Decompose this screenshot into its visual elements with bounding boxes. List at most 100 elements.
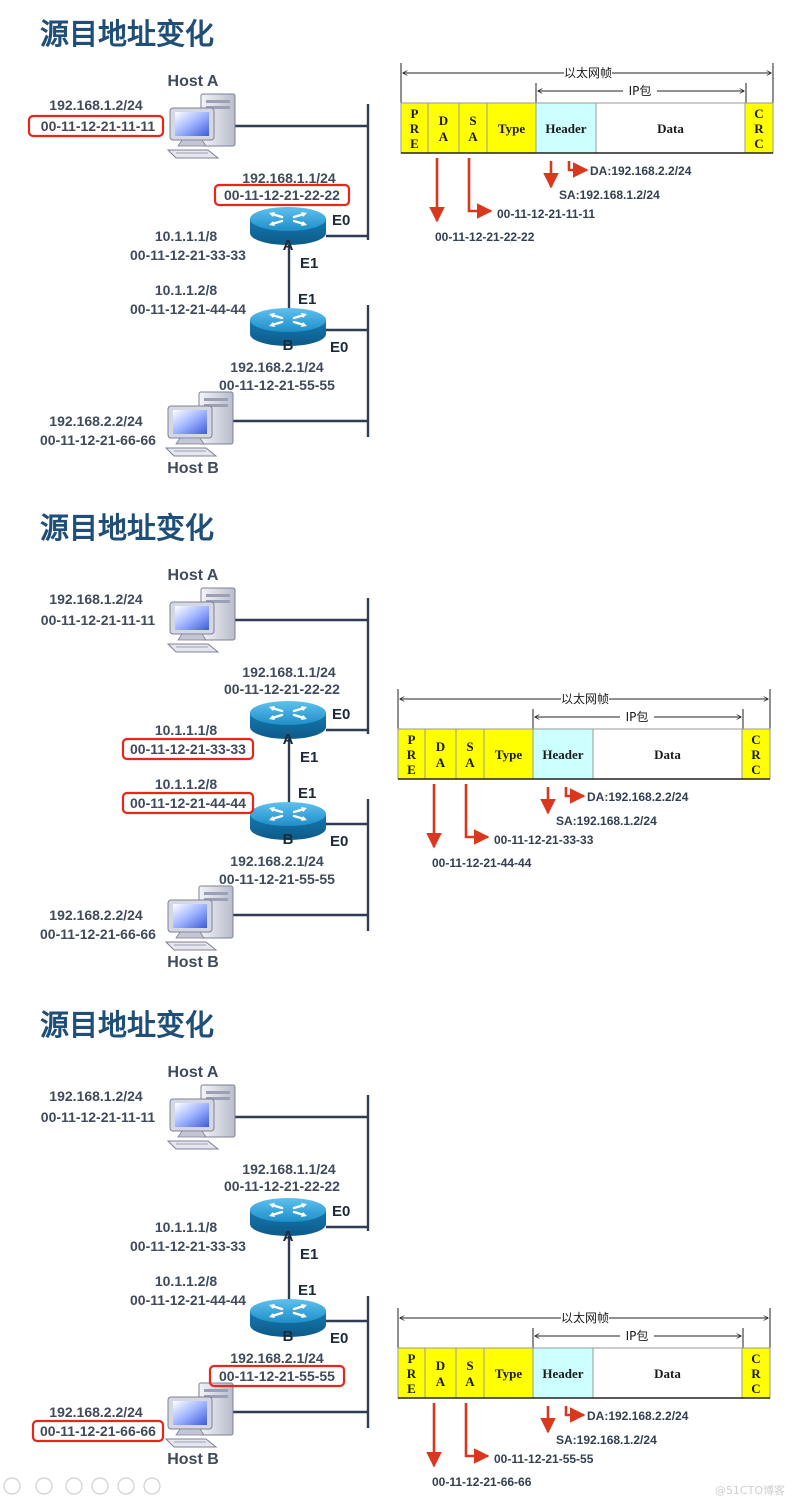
field-pre-letter: P <box>408 732 416 747</box>
field-crc-letter: R <box>754 121 764 136</box>
host-a-name: Host A <box>168 567 219 584</box>
field-da <box>424 1347 457 1399</box>
field-crc-letter: C <box>751 762 760 777</box>
highlight-box <box>213 183 351 207</box>
field-pre-letter: R <box>407 1366 417 1381</box>
field-crc <box>744 102 774 154</box>
field-sa <box>455 728 485 780</box>
field-type-label: Type <box>498 121 525 136</box>
frame-source-mac: 00-11-12-21-33-33 <box>494 833 594 847</box>
host-a-computer-icon <box>167 93 236 159</box>
host-a-mac: 00-11-12-21-11-11 <box>41 1109 156 1125</box>
host-a-ip: 192.168.1.2/24 <box>49 591 143 607</box>
field-pre-letter: R <box>407 747 417 762</box>
field-da-letter: A <box>436 755 446 770</box>
next-icon[interactable] <box>35 1477 53 1495</box>
ip-destination-address: DA:192.168.2.2/24 <box>587 1409 689 1423</box>
router-b-e1-ip: 10.1.1.2/8 <box>155 1273 217 1289</box>
router-a-e0-mac: 00-11-12-21-22-22 <box>224 681 340 697</box>
field-sa-letter: A <box>465 755 475 770</box>
router-b-e0-label: E0 <box>330 833 348 850</box>
more-icon[interactable] <box>143 1477 161 1495</box>
router-b-e1-ip: 10.1.1.2/8 <box>155 776 217 792</box>
router-b-e1-mac: 00-11-12-21-44-44 <box>130 795 246 811</box>
frame-destination-mac: 00-11-12-21-44-44 <box>432 856 532 870</box>
field-crc-letter: C <box>751 732 760 747</box>
field-type <box>483 1347 534 1399</box>
router-a-e0-ip: 192.168.1.1/24 <box>242 664 336 680</box>
field-header-label: Header <box>542 747 583 762</box>
field-da <box>424 728 457 780</box>
frame-destination-mac: 00-11-12-21-22-22 <box>435 230 535 244</box>
highlight-box <box>208 1364 346 1388</box>
router-b-e0-mac: 00-11-12-21-55-55 <box>219 871 335 887</box>
annotation-arrows <box>426 1403 586 1468</box>
field-pre-letter: E <box>410 136 419 151</box>
highlight-box <box>27 114 165 138</box>
router-b-e1-mac: 00-11-12-21-44-44 <box>130 301 246 317</box>
router-b-e1-mac: 00-11-12-21-44-44 <box>130 1292 246 1308</box>
panel-title: 源目地址变化 <box>40 511 214 545</box>
router-b-e0-mac: 00-11-12-21-55-55 <box>219 1368 335 1384</box>
panel-title: 源目地址变化 <box>40 17 214 51</box>
highlight-box <box>121 791 255 815</box>
prev-icon[interactable] <box>3 1477 21 1495</box>
router-b-e1-label: E1 <box>298 1282 316 1299</box>
field-pre-letter: R <box>410 121 420 136</box>
panel-title: 源目地址变化 <box>40 1008 214 1042</box>
host-a-computer-icon <box>167 587 236 653</box>
panel-2: 源目地址变化 Host A 192.168.1.2/24 00-11-12-21-11… <box>40 511 771 971</box>
router-a-e1-mac: 00-11-12-21-33-33 <box>130 741 246 757</box>
host-a-ip: 192.168.1.2/24 <box>49 1088 143 1104</box>
frame-source-mac: 00-11-12-21-55-55 <box>494 1452 594 1466</box>
field-sa <box>455 1347 485 1399</box>
field-da-letter: A <box>439 129 449 144</box>
router-b-e1-label: E1 <box>298 785 316 802</box>
annotation-arrows <box>426 784 586 849</box>
host-a-ip: 192.168.1.2/24 <box>49 97 143 113</box>
router-b-e0-label: E0 <box>330 339 348 356</box>
router-a-e0-ip: 192.168.1.1/24 <box>242 1161 336 1177</box>
ip-packet-label: IP包 <box>626 1329 649 1343</box>
grid-icon[interactable] <box>91 1477 109 1495</box>
router-b-label: B <box>283 337 294 354</box>
ip-packet-label: IP包 <box>626 710 649 724</box>
router-a-e0-label: E0 <box>332 1203 350 1220</box>
host-a-mac: 00-11-12-21-11-11 <box>41 612 156 628</box>
router-a-e1-ip: 10.1.1.1/8 <box>155 722 217 738</box>
router-a-e1-label: E1 <box>300 749 318 766</box>
router-a-e1-label: E1 <box>300 1246 318 1263</box>
router-a-label: A <box>283 1228 294 1245</box>
host-b-mac: 00-11-12-21-66-66 <box>40 432 156 448</box>
network-links <box>228 1095 370 1428</box>
ip-destination-address: DA:192.168.2.2/24 <box>590 164 692 178</box>
field-sa-letter: S <box>466 1358 473 1373</box>
field-crc-letter: R <box>751 1366 761 1381</box>
field-crc-letter: C <box>751 1351 760 1366</box>
host-b-computer-icon <box>165 1382 234 1448</box>
router-b-e0-label: E0 <box>330 1330 348 1347</box>
router-a-e0-ip: 192.168.1.1/24 <box>242 170 336 186</box>
frame-source-mac: 00-11-12-21-11-11 <box>497 207 595 221</box>
zoom-icon[interactable] <box>117 1477 135 1495</box>
host-b-name: Host B <box>167 954 219 971</box>
field-sa-letter: A <box>465 1374 475 1389</box>
host-b-ip: 192.168.2.2/24 <box>49 413 143 429</box>
field-data-label: Data <box>654 1366 681 1381</box>
field-crc <box>741 728 771 780</box>
ip-source-address: SA:192.168.1.2/24 <box>559 188 660 202</box>
ethernet-frame-label: 以太网帧 <box>564 65 612 80</box>
field-data <box>595 102 746 154</box>
pen-icon[interactable] <box>65 1477 83 1495</box>
router-b-e0-mac: 00-11-12-21-55-55 <box>219 377 335 393</box>
watermark: @51CTO博客 <box>715 1483 785 1497</box>
field-header <box>535 102 597 154</box>
field-data-label: Data <box>657 121 684 136</box>
field-crc-letter: C <box>754 106 763 121</box>
